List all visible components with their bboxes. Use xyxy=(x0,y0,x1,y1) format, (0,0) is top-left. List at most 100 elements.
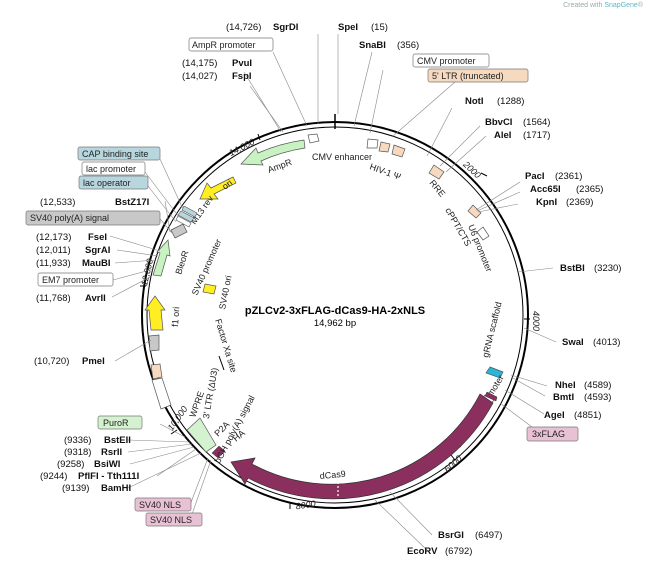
factor-xa-feature xyxy=(218,355,225,371)
grna-scaffold-feature xyxy=(485,366,504,379)
bleor-feature xyxy=(152,239,171,277)
box-em7-promoter: EM7 promoter xyxy=(37,272,114,287)
svg-text:(2365): (2365) xyxy=(576,184,603,195)
svg-text:KpnI: KpnI xyxy=(536,197,557,208)
svg-text:MauBI: MauBI xyxy=(82,258,111,269)
svg-text:FseI: FseI xyxy=(88,232,107,243)
svg-text:BsrGI: BsrGI xyxy=(438,530,464,541)
svg-text:(6497): (6497) xyxy=(475,530,502,541)
svg-text:AgeI: AgeI xyxy=(544,410,565,421)
dcas9-feature xyxy=(230,393,494,500)
box-cmv-promoter: CMV promoter xyxy=(412,53,490,68)
site-acc65i: Acc65I(2365) xyxy=(530,184,603,195)
snapgene-watermark: Created with SnapGene® xyxy=(563,2,643,9)
site-bsrgi: BsrGI (6497) xyxy=(438,530,502,541)
site-ecorv: EcoRV (6792) xyxy=(407,546,472,557)
puror-feature xyxy=(186,417,217,453)
box-sv40-polya: SV40 poly(A) signal xyxy=(25,210,161,226)
3xflag-feature xyxy=(484,391,498,402)
site-rsrii: (9318)RsrII xyxy=(64,447,122,458)
box-3xflag: 3xFLAG xyxy=(526,426,579,442)
cmv-enhancer-label: CMV enhancer xyxy=(312,152,372,162)
box-sv40-nls-1: SV40 NLS xyxy=(134,497,192,512)
svg-text:(9258): (9258) xyxy=(57,459,84,470)
svg-text:(12,011): (12,011) xyxy=(36,245,71,256)
svg-text:(6792): (6792) xyxy=(445,546,472,557)
svg-text:(1288): (1288) xyxy=(497,96,524,107)
site-avrii: (11,768)AvrII xyxy=(36,293,106,304)
svg-text:SpeI: SpeI xyxy=(338,22,358,33)
site-pmei: (10,720)PmeI xyxy=(34,356,105,367)
u6-feature xyxy=(476,226,490,241)
svg-text:PflFI - Tth111I: PflFI - Tth111I xyxy=(78,471,139,482)
tick-8000: 8000 xyxy=(289,499,316,511)
svg-text:lac operator: lac operator xyxy=(83,178,131,188)
svg-text:EcoRV: EcoRV xyxy=(407,546,438,557)
svg-text:RsrII: RsrII xyxy=(101,447,122,458)
svg-text:(4593): (4593) xyxy=(584,392,611,403)
watermark-prefix: Created with xyxy=(563,2,605,9)
svg-text:BstEII: BstEII xyxy=(104,435,131,446)
site-swai: SwaI(4013) xyxy=(562,337,620,348)
site-bstz17i: (12,533) BstZ17I xyxy=(40,197,149,208)
site-bsteii: (9336) BstEII xyxy=(64,435,131,446)
svg-text:(3230): (3230) xyxy=(594,263,621,274)
site-snabi: SnaBI(356) xyxy=(359,40,419,51)
hiv-psi-feature xyxy=(391,144,406,158)
site-paci: PacI(2361) xyxy=(525,171,582,182)
svg-text:(2369): (2369) xyxy=(566,197,593,208)
site-pvui: (14,175)PvuI xyxy=(182,58,252,69)
site-bsiwi: (9258)BsiWI xyxy=(57,459,120,470)
svg-text:lac promoter: lac promoter xyxy=(86,164,136,174)
svg-text:(4589): (4589) xyxy=(584,380,611,391)
f1-ori-label: f1 ori xyxy=(170,306,181,327)
sv40-ori-feature xyxy=(202,283,217,295)
ltr5-feature xyxy=(378,141,391,153)
svg-text:PacI: PacI xyxy=(525,171,545,182)
site-nhei: NheI(4589) xyxy=(555,380,611,391)
site-fspi: (14,027)FspI xyxy=(182,71,252,82)
sv40-ori-label: SV40 ori xyxy=(217,275,233,311)
svg-text:SV40 NLS: SV40 NLS xyxy=(150,515,192,525)
svg-text:SV40 NLS: SV40 NLS xyxy=(139,500,181,510)
svg-text:AleI: AleI xyxy=(494,130,511,141)
svg-text:(356): (356) xyxy=(397,40,419,51)
box-puror: PuroR xyxy=(97,415,143,430)
site-bstbi: BstBI(3230) xyxy=(560,263,621,274)
box-sv40-nls-2: SV40 NLS xyxy=(145,512,203,527)
svg-text:AvrII: AvrII xyxy=(85,293,106,304)
site-kpni: KpnI (2369) xyxy=(536,197,593,208)
svg-text:(4013): (4013) xyxy=(593,337,620,348)
site-agei: AgeI(4851) xyxy=(544,410,601,421)
site-sgrdi: (14,726)SgrDI xyxy=(226,22,298,33)
svg-text:4000: 4000 xyxy=(531,311,541,331)
svg-text:(9336): (9336) xyxy=(64,435,91,446)
site-pflfi: (9244) PflFI - Tth111I xyxy=(40,471,139,482)
rre-label: RRE xyxy=(427,178,447,199)
plasmid-name: pZLCv2-3xFLAG-dCas9-HA-2xNLS xyxy=(245,305,425,317)
site-sgrai: (12,011) SgrAI xyxy=(36,245,110,256)
svg-text:FspI: FspI xyxy=(232,71,252,82)
svg-text:(12,533): (12,533) xyxy=(40,197,75,208)
svg-text:AmpR promoter: AmpR promoter xyxy=(192,40,256,50)
tick-4000: 4000 xyxy=(524,311,541,331)
grna-scaffold-label: gRNA scaffold xyxy=(480,301,503,359)
wpre-feature xyxy=(151,377,172,410)
svg-text:BamHI: BamHI xyxy=(101,483,131,494)
svg-text:NotI: NotI xyxy=(465,96,483,107)
site-noti: NotI (1288) xyxy=(465,96,524,107)
svg-text:(14,175): (14,175) xyxy=(182,58,217,69)
svg-text:(9244): (9244) xyxy=(40,471,67,482)
svg-text:EM7 promoter: EM7 promoter xyxy=(42,275,99,285)
svg-text:SgrAI: SgrAI xyxy=(85,245,110,256)
svg-text:PuroR: PuroR xyxy=(103,418,129,428)
cmv-promoter-feature xyxy=(366,138,379,149)
site-maubi: (11,933)MauBI xyxy=(36,258,111,269)
bleor-label: BleoR xyxy=(173,249,190,276)
tick-2000: 2000 xyxy=(461,159,488,180)
svg-text:(1717): (1717) xyxy=(523,130,550,141)
svg-text:BstZ17I: BstZ17I xyxy=(115,197,149,208)
factor-xa-label: Factor Xa site xyxy=(213,318,239,374)
dcas9-label: dCas9 xyxy=(319,469,346,481)
ori-feature xyxy=(199,176,237,200)
